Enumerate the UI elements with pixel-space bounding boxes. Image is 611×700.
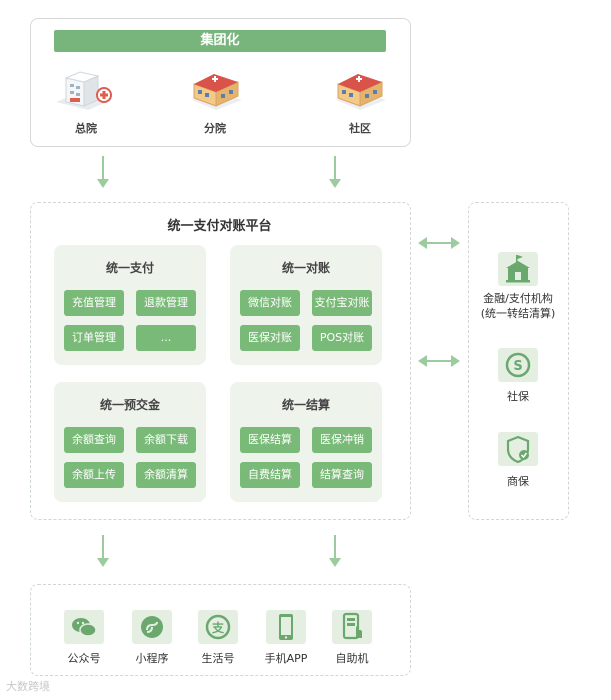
commercial-insurance-icon [498,432,538,466]
group-unified-payment: 统一支付 充值管理 退款管理 订单管理 ... [54,245,206,365]
medical-insurance-reconciliation-button[interactable]: 医保对账 [240,325,300,351]
svg-text:支: 支 [211,620,225,635]
balance-upload-button[interactable]: 余额上传 [64,462,124,488]
institution-label-commercial-insurance: 商保 [507,475,529,488]
channel-label-official-account: 公众号 [67,652,101,665]
hospital-label-community: 社区 [349,122,371,135]
bank-icon [498,252,538,286]
alipay-reconciliation-button[interactable]: 支付宝对账 [312,290,372,316]
institution-label-social-security: 社保 [507,390,529,403]
hospital-label-main: 总院 [75,122,97,135]
branch-hospital-icon [192,74,242,110]
main-hospital-icon [56,71,112,110]
group-unified-reconciliation: 统一对账 微信对账 支付宝对账 医保对账 POS对账 [230,245,382,365]
arrow-down-right-top [329,156,341,188]
mini-program-icon[interactable] [132,610,172,644]
wechat-icon[interactable] [64,610,104,644]
channel-label-kiosk: 自助机 [335,652,369,665]
institution-label-bank: 金融/支付机构 (统一转结清算) [480,292,556,320]
arrow-down-left-bottom [97,535,109,567]
wechat-reconciliation-button[interactable]: 微信对账 [240,290,300,316]
group-unified-settlement: 统一结算 医保结算 医保冲销 自费结算 结算查询 [230,382,382,502]
arrow-down-left-top [97,156,109,188]
double-arrow-lower [418,355,460,367]
svg-text:S: S [513,359,522,374]
self-pay-settlement-button[interactable]: 自费结算 [240,462,300,488]
medical-insurance-settlement-button[interactable]: 医保结算 [240,427,300,453]
mobile-app-icon[interactable] [266,610,306,644]
more-button[interactable]: ... [136,325,196,351]
group-unified-deposit: 统一预交金 余额查询 余额下载 余额上传 余额清算 [54,382,206,502]
medical-insurance-reversal-button[interactable]: 医保冲销 [312,427,372,453]
group-title: 统一结算 [281,398,330,412]
alipay-icon[interactable]: 支 [198,610,238,644]
social-security-icon: S [498,348,538,382]
group-title: 统一支付 [105,261,154,275]
group-title: 统一预交金 [99,398,160,412]
channel-label-mobile-app: 手机APP [264,652,308,665]
group-title: 统一对账 [281,261,330,275]
arrow-down-right-bottom [329,535,341,567]
kiosk-icon[interactable] [332,610,372,644]
watermark: 大数跨境 [6,680,50,693]
recharge-management-button[interactable]: 充值管理 [64,290,124,316]
balance-download-button[interactable]: 余额下载 [136,427,196,453]
platform-title: 统一支付对账平台 [167,219,272,234]
hospital-label-branch: 分院 [204,122,226,135]
balance-clearing-button[interactable]: 余额清算 [136,462,196,488]
order-management-button[interactable]: 订单管理 [64,325,124,351]
refund-management-button[interactable]: 退款管理 [136,290,196,316]
channel-label-life-account: 生活号 [201,652,235,665]
double-arrow-upper [418,237,460,249]
balance-query-button[interactable]: 余额查询 [64,427,124,453]
channel-label-mini-program: 小程序 [135,652,169,665]
settlement-query-button[interactable]: 结算查询 [312,462,372,488]
group-banner: 集团化 [54,30,386,52]
pos-reconciliation-button[interactable]: POS对账 [312,325,372,351]
community-hospital-icon [336,74,386,110]
